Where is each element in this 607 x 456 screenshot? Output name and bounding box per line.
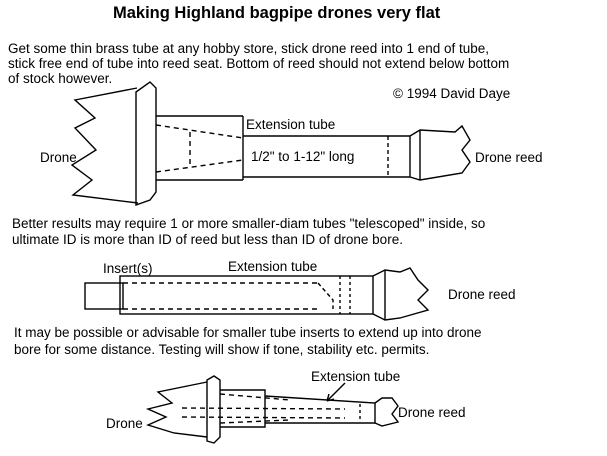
intro-line-3: of stock however. [8, 71, 113, 86]
fig2-insert-label: Insert(s) [103, 261, 153, 276]
drone-stock-break [70, 87, 139, 204]
extension-tube-body [119, 275, 374, 315]
reed-seat-2-bottom [219, 419, 291, 424]
para3-line-2: bore for some distance. Testing will sho… [14, 342, 430, 357]
tube-label-arrowhead [326, 393, 335, 402]
fig1-drone-label: Drone [40, 150, 77, 165]
fig2-reed-label: Drone reed [448, 287, 516, 302]
reed-seat-2-top [219, 393, 291, 401]
copyright: © 1994 David Daye [393, 86, 511, 101]
fig3-drone-label: Drone [106, 416, 143, 431]
drone-flange-2 [206, 375, 221, 444]
intro-line-1: Get some thin brass tube at any hobby st… [8, 41, 490, 56]
extension-tube-2 [264, 395, 376, 424]
figure-2 [84, 267, 430, 321]
page-title: Making Highland bagpipe drones very flat [113, 4, 441, 22]
fig1-tube-label: Extension tube [246, 117, 336, 132]
reed-seat-bore-bottom [155, 159, 244, 173]
drone-stock-break-2 [145, 381, 208, 438]
fig3-tube-label: Extension tube [311, 369, 401, 384]
insert-tube [84, 282, 124, 310]
para2-line-2: ultimate ID is more than ID of reed but … [12, 232, 403, 247]
fig1-reed-label: Drone reed [475, 150, 543, 165]
para3-line-1: It may be possible or advisable for smal… [14, 325, 482, 340]
para2-line-1: Better results may require 1 or more sma… [12, 216, 486, 231]
reed-seat-bore-top [155, 124, 244, 139]
insert-bottom-2 [181, 416, 346, 419]
drone-flange [135, 81, 157, 206]
intro-line-2: stick free end of tube into reed seat. B… [8, 56, 510, 71]
drone-reed-outline-2 [372, 267, 430, 321]
figure-1 [70, 81, 471, 206]
drone-reed-outline-3 [374, 397, 400, 427]
insert-top-2 [181, 407, 346, 410]
figure-3 [145, 375, 400, 444]
fig2-tube-label: Extension tube [228, 259, 318, 274]
drone-reed-outline [409, 124, 471, 181]
tube-label-arrow [326, 382, 346, 402]
fig3-reed-label: Drone reed [398, 405, 466, 420]
fig1-length-label: 1/2" to 1-12" long [251, 149, 355, 164]
inner-insert-taper [317, 282, 334, 309]
